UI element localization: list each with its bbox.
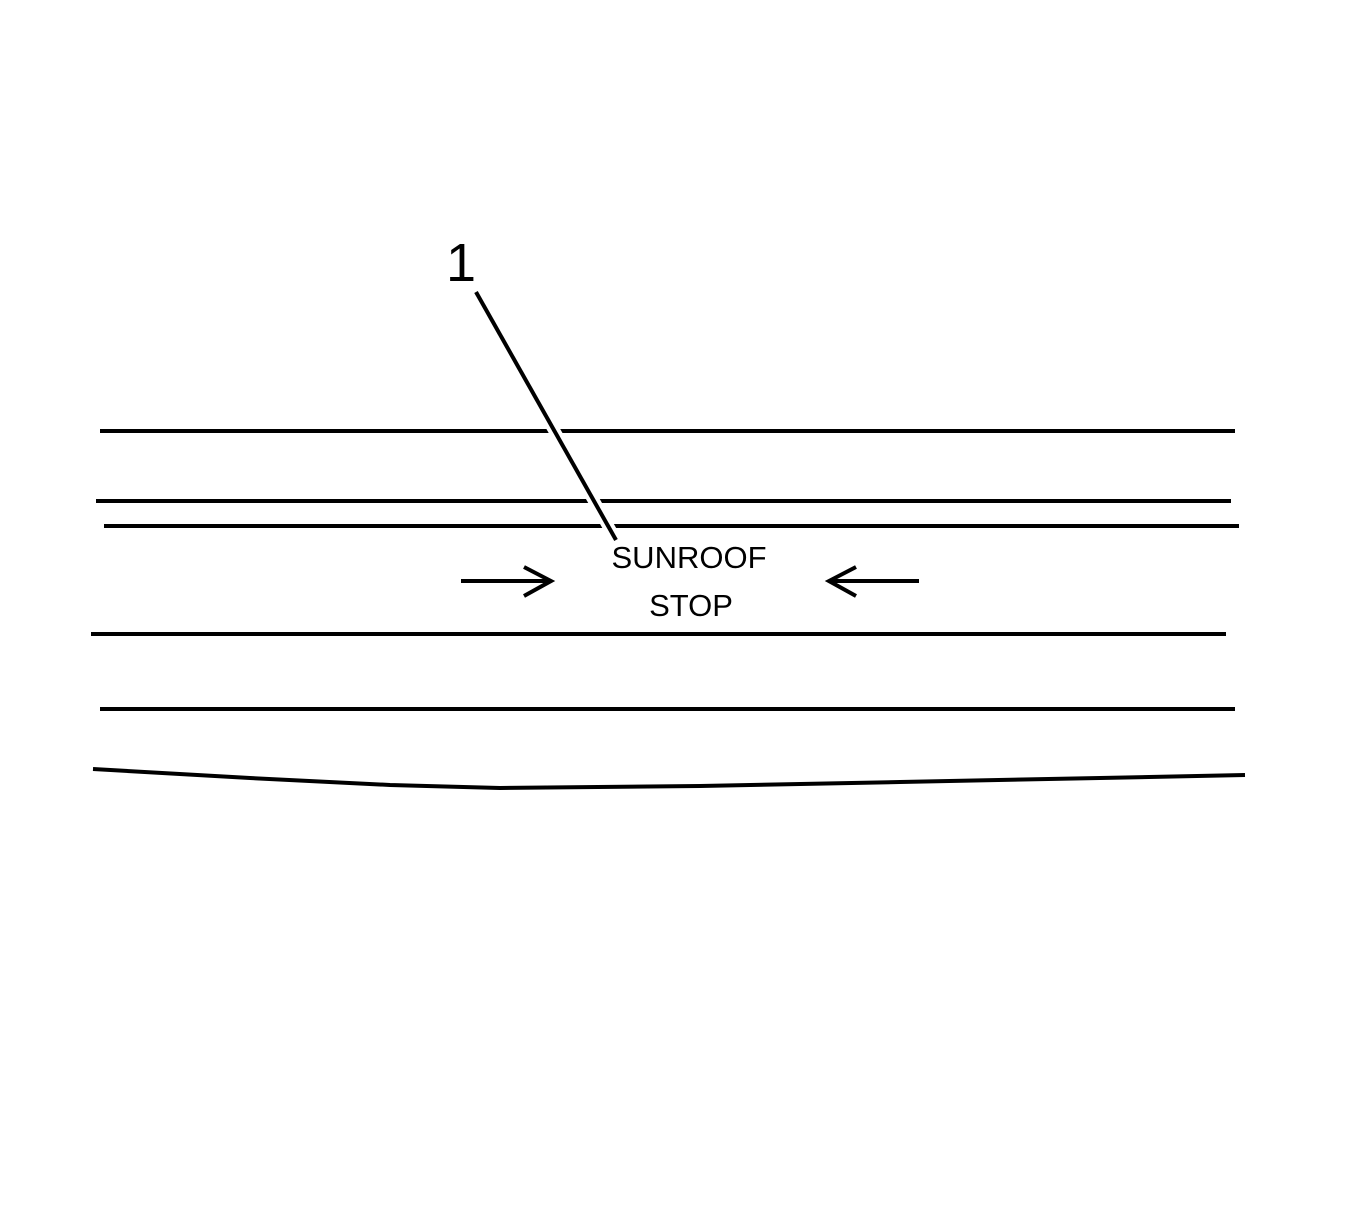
- callout-number: 1: [446, 233, 476, 293]
- arrow-right-icon: [461, 565, 556, 598]
- stop-label: STOP: [649, 588, 733, 623]
- arrow-left-icon: [824, 565, 919, 598]
- leader-line: [474, 291, 618, 541]
- lower-edge-curve: [92, 767, 1246, 791]
- sunroof-label: SUNROOF: [612, 540, 767, 575]
